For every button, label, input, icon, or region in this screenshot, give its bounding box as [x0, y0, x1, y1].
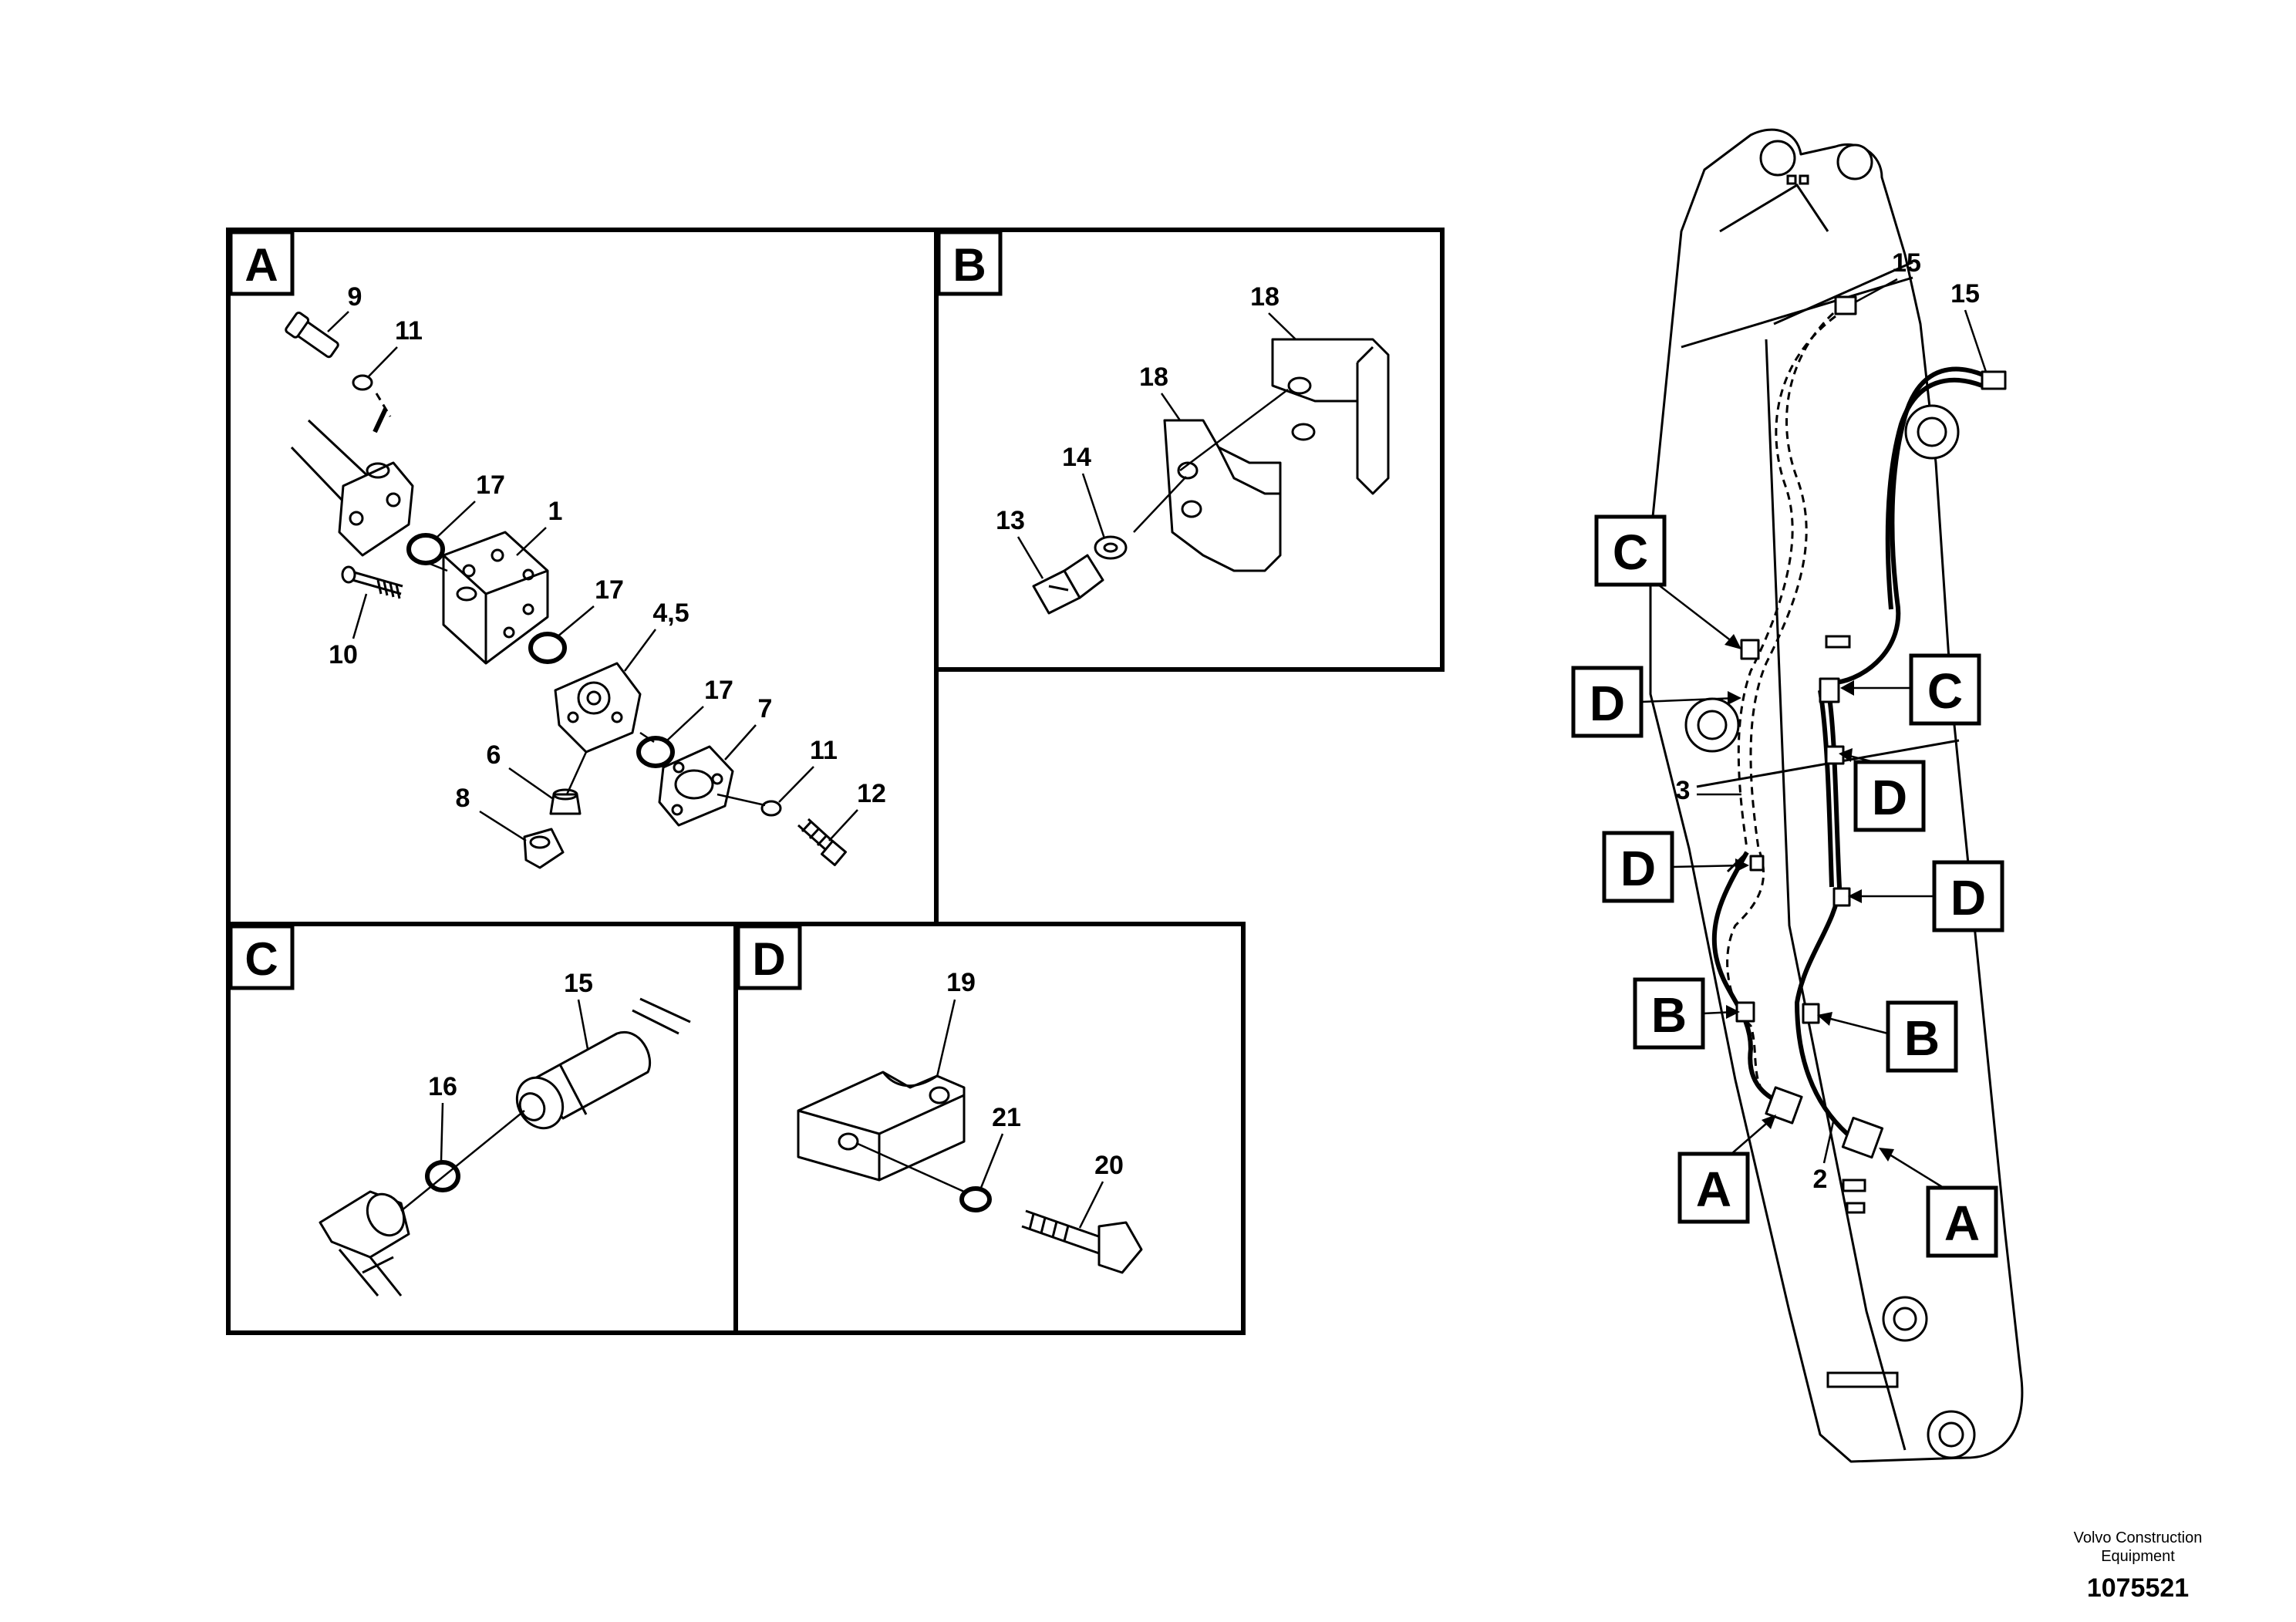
svg-text:A: A	[1944, 1195, 1980, 1251]
callout-9: 9	[348, 282, 362, 312]
bolt-20	[1021, 1209, 1143, 1274]
elbow-fitting	[319, 1190, 410, 1297]
callout-17-b: 17	[595, 575, 624, 605]
svg-text:B: B	[952, 239, 986, 291]
hose-15	[515, 997, 691, 1130]
panel-c-drawing: 15 16	[319, 969, 691, 1297]
svg-text:D: D	[752, 933, 785, 985]
callout-4-5: 4,5	[652, 599, 689, 628]
svg-text:C: C	[1927, 663, 1963, 719]
panel-a-label: A	[228, 230, 295, 296]
callout-7: 7	[758, 694, 773, 723]
callout-13: 13	[996, 506, 1025, 535]
callout-18-a: 18	[1250, 282, 1279, 312]
split-flange	[338, 461, 414, 557]
footer: Volvo Construction Equipment 1075521	[2074, 1529, 2203, 1603]
callout-10: 10	[329, 640, 358, 669]
o-ring-17-c	[636, 736, 675, 768]
panel-d-label: D	[736, 924, 802, 990]
boom-label-b-right: B	[1817, 1000, 1958, 1073]
clamp-half-front	[1163, 419, 1282, 572]
flange-7	[658, 745, 734, 827]
callout-12: 12	[857, 779, 886, 808]
callout-15-boom-a: 15	[1892, 248, 1921, 278]
callout-2: 2	[1813, 1165, 1828, 1194]
boom-label-d-2: D	[1839, 748, 1926, 832]
callout-21: 21	[992, 1103, 1021, 1132]
svg-text:D: D	[1620, 841, 1656, 896]
bolt-9	[285, 312, 339, 359]
callout-15-boom-b: 15	[1950, 279, 1980, 309]
panel-b-drawing: 18 18 14 13	[996, 282, 1390, 615]
panel-a-drawing: 9 11 17 1 17 10 4,5 17 7 6 11 8 12	[285, 282, 886, 869]
callout-11-b: 11	[810, 736, 838, 765]
svg-text:B: B	[1651, 987, 1687, 1043]
callout-8: 8	[456, 784, 470, 813]
svg-text:D: D	[1950, 870, 1986, 926]
boom-label-c-left: C	[1594, 514, 1741, 649]
svg-text:D: D	[1590, 676, 1625, 731]
washer-14	[1094, 535, 1128, 560]
valve-block-1	[442, 531, 549, 665]
brand-line-2: Equipment	[2101, 1548, 2175, 1565]
svg-text:B: B	[1904, 1010, 1940, 1066]
washer-11-b	[760, 800, 782, 817]
boom-label-a-left: A	[1677, 1114, 1776, 1224]
panel-c-label: C	[228, 924, 295, 990]
washer-21	[959, 1186, 992, 1212]
fitting-6	[549, 788, 582, 815]
boom-overview: 15 15 3 2 C C D D	[1571, 128, 2024, 1463]
boom-label-b-left: B	[1633, 977, 1740, 1050]
panel-frames	[226, 228, 1445, 1335]
boom-label-c-right: C	[1840, 653, 1981, 726]
svg-text:A: A	[244, 239, 278, 291]
brand-line-1: Volvo Construction	[2074, 1529, 2203, 1546]
o-ring-17-a	[406, 533, 445, 565]
washer-11-top	[352, 374, 373, 391]
drawing-number: 1075521	[2087, 1573, 2189, 1603]
callout-11-a: 11	[395, 316, 423, 346]
svg-text:C: C	[244, 933, 278, 985]
svg-text:A: A	[1696, 1162, 1731, 1217]
bolt-13	[1032, 554, 1104, 615]
check-valve-4-5	[554, 662, 642, 754]
boom-label-d-3: D	[1602, 831, 1749, 903]
panel-b-label: B	[936, 230, 1003, 296]
o-ring-16	[425, 1160, 460, 1192]
svg-text:D: D	[1872, 770, 1907, 825]
boom-label-d-4: D	[1848, 860, 2004, 932]
clamp-block-19	[797, 1071, 966, 1182]
boom-label-d-1: D	[1571, 666, 1741, 738]
boom-label-a-right: A	[1879, 1148, 1998, 1258]
callout-17-a: 17	[476, 470, 505, 500]
callout-17-c: 17	[704, 676, 733, 705]
clamp-half-rear	[1271, 338, 1390, 495]
callout-14: 14	[1062, 443, 1091, 472]
callout-15-c: 15	[564, 969, 593, 998]
callout-1: 1	[548, 497, 563, 526]
callout-18-b: 18	[1139, 363, 1168, 392]
callout-3: 3	[1676, 776, 1691, 805]
panel-d-drawing: 19 21 20	[797, 968, 1143, 1274]
nut-8	[523, 828, 565, 869]
callout-6: 6	[487, 740, 501, 770]
callout-19: 19	[946, 968, 976, 997]
callout-20: 20	[1094, 1151, 1124, 1180]
bolt-10	[341, 565, 403, 599]
o-ring-17-b	[528, 632, 567, 664]
svg-text:C: C	[1613, 524, 1648, 580]
callout-16: 16	[428, 1072, 457, 1101]
bolt-12	[797, 818, 847, 866]
